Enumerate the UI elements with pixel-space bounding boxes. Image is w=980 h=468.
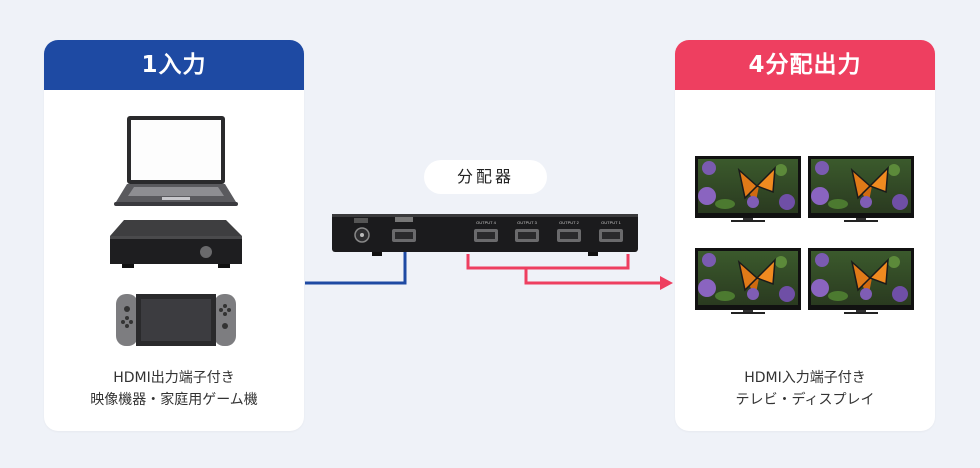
input-wire [305,252,407,285]
input-panel-title: 1入力 [44,40,304,90]
game-console-icon [116,294,236,346]
laptop-icon [114,116,238,206]
port-label: OUTPUT 3 [517,220,537,225]
output-arrow-icon [660,276,673,290]
output-panel: 4分配出力 HDMI入力端子付き テレビ・ディスプレイ [675,40,935,431]
splitter-label: 分配器 [424,160,547,194]
input-panel: 1入力 HDMI出力端子付き 映像機器・家庭用ゲーム機 [44,40,304,431]
port-label: OUTPUT 4 [476,220,496,225]
output-wire [524,268,660,285]
output-panel-title: 4分配出力 [675,40,935,90]
input-caption-line2: 映像機器・家庭用ゲーム機 [90,392,258,408]
port-label: OUTPUT 2 [559,220,579,225]
output-wire-bus [466,254,630,270]
port-label: OUTPUT 1 [601,220,621,225]
output-caption: HDMI入力端子付き テレビ・ディスプレイ [675,367,935,411]
output-caption-line2: テレビ・ディスプレイ [735,392,875,408]
input-caption-line1: HDMI出力端子付き [113,370,235,386]
input-caption: HDMI出力端子付き 映像機器・家庭用ゲーム機 [44,367,304,411]
output-caption-line1: HDMI入力端子付き [744,370,866,386]
splitter-device: OUTPUT 4 OUTPUT 3 OUTPUT 2 OUTPUT 1 [332,214,638,256]
set-top-box-icon [110,220,242,268]
